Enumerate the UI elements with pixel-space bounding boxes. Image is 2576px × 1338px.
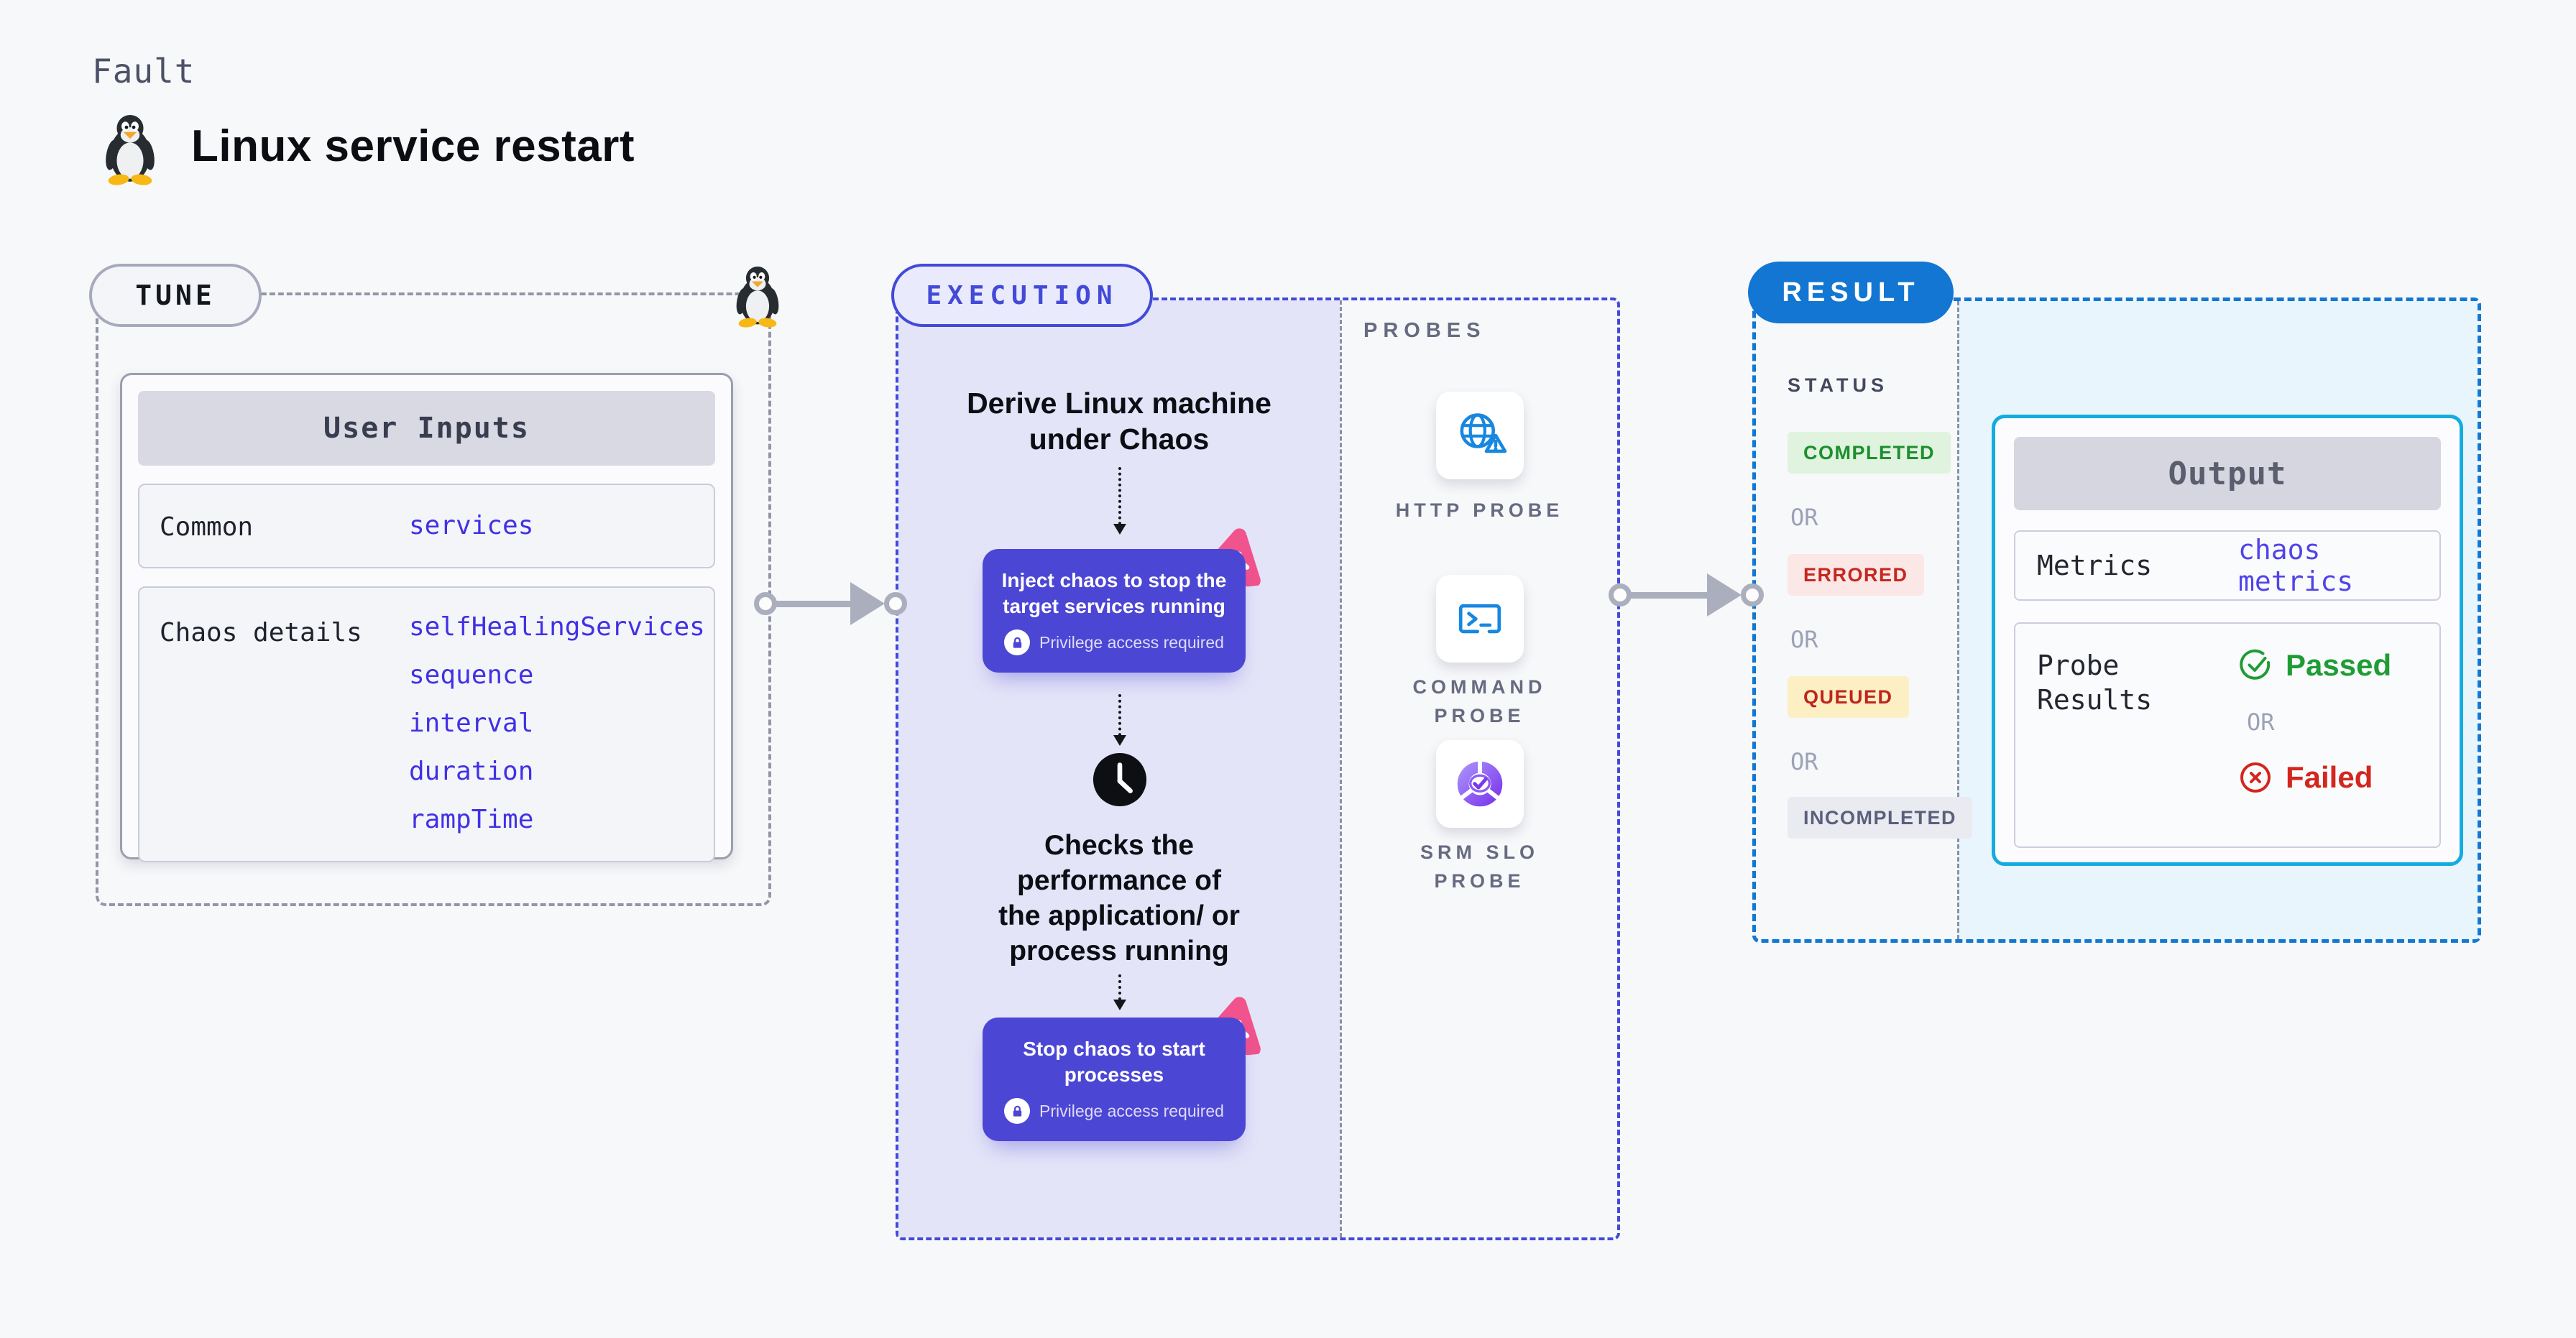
input-link-ramptime[interactable]: rampTime	[409, 805, 534, 834]
linux-penguin-icon-small	[736, 266, 779, 328]
arrow-tune-to-execution	[754, 572, 907, 635]
probe-label-line: PROBE	[1434, 705, 1525, 726]
step-inject-chaos: Inject chaos to stop the target services…	[983, 528, 1261, 673]
globe-alert-icon	[1460, 413, 1506, 453]
tune-pill: TUNE	[89, 264, 262, 327]
passed-label: Passed	[2286, 648, 2392, 682]
input-link-duration[interactable]: duration	[409, 757, 534, 786]
execution-pill: EXECUTION	[891, 264, 1153, 327]
status-badge-queued: QUEUED	[1788, 676, 1909, 718]
probe-label-line: COMMAND	[1412, 676, 1547, 698]
result-section-box: STATUS COMPLETED OR ERRORED OR QUEUED OR…	[1752, 297, 2481, 943]
probe-label-line: HTTP PROBE	[1395, 499, 1564, 521]
output-probe-results-row: Probe Results Passed OR	[2014, 622, 2441, 848]
output-metrics-row: Metrics chaos metrics	[2014, 530, 2441, 601]
execution-flow-area: Derive Linux machine under Chaos Inject …	[898, 300, 1340, 1237]
input-link-sequence[interactable]: sequence	[409, 660, 534, 690]
step-derive-machine: Derive Linux machine under Chaos	[898, 385, 1340, 457]
lock-icon	[1004, 1098, 1031, 1124]
flow-arrow-down-icon	[1113, 467, 1126, 535]
box-title-line: Stop chaos to start	[1023, 1038, 1205, 1060]
probes-section: PROBES HTTP PROBE	[1340, 300, 1617, 1237]
fault-kicker: Fault	[92, 52, 196, 91]
user-inputs-card: User Inputs Common services Chaos detail…	[120, 373, 733, 862]
flow-arrow-down-icon	[1113, 694, 1126, 746]
input-link-selfhealingservices[interactable]: selfHealingServices	[409, 612, 705, 642]
flow-arrow-down-icon	[1113, 974, 1126, 1010]
privilege-note: Privilege access required	[1039, 1101, 1224, 1120]
srm-slo-probe-label: SRM SLO PROBE	[1342, 838, 1617, 895]
box-title-line: target services running	[1003, 595, 1225, 617]
result-pill: RESULT	[1748, 262, 1954, 323]
step-line: Checks the	[1044, 830, 1195, 861]
terminal-icon	[1458, 604, 1501, 634]
step-line: the application/ or	[998, 900, 1240, 931]
metrics-label: Metrics	[2037, 550, 2153, 581]
probe-label-line: PROBE	[1434, 870, 1525, 892]
input-link-interval[interactable]: interval	[409, 709, 534, 738]
step-line: Derive Linux machine	[967, 387, 1271, 420]
command-probe-label: COMMAND PROBE	[1342, 673, 1617, 730]
step-line: under Chaos	[1029, 423, 1210, 456]
stop-chaos-box: Stop chaos to start processes Privilege …	[983, 1018, 1246, 1141]
inject-chaos-box: Inject chaos to stop the target services…	[983, 549, 1246, 673]
failed-label: Failed	[2286, 760, 2373, 794]
arrow-execution-to-result	[1609, 563, 1764, 627]
lock-icon	[1004, 629, 1031, 655]
or-separator: OR	[1790, 626, 1818, 653]
probe-results-label-line: Probe	[2037, 650, 2120, 681]
srm-slo-probe-card	[1435, 740, 1524, 828]
http-probe-card	[1435, 392, 1524, 479]
output-header: Output	[2014, 437, 2441, 510]
step-line: performance of	[1017, 865, 1221, 896]
page-title: Linux service restart	[191, 121, 635, 171]
metrics-value-link[interactable]: chaos metrics	[2238, 534, 2354, 597]
clock-icon	[1092, 752, 1147, 807]
row-label: Common	[160, 512, 254, 542]
status-badge-incompleted: INCOMPLETED	[1788, 797, 1973, 839]
output-panel: Output Metrics chaos metrics Probe Resul…	[1992, 415, 2463, 866]
box-title-line: processes	[1064, 1064, 1164, 1086]
execution-section-box: Derive Linux machine under Chaos Inject …	[896, 297, 1620, 1240]
step-stop-chaos: Stop chaos to start processes Privilege …	[983, 997, 1261, 1141]
status-badge-errored: ERRORED	[1788, 554, 1924, 596]
http-probe-label: HTTP PROBE	[1342, 496, 1617, 525]
probe-results-label: Probe Results	[2037, 648, 2238, 822]
or-separator: OR	[2247, 709, 2275, 736]
user-inputs-header: User Inputs	[138, 391, 715, 466]
check-circle-icon	[2240, 649, 2271, 680]
user-inputs-row-chaos-details: Chaos details selfHealingServices sequen…	[138, 586, 715, 862]
probes-title: PROBES	[1363, 319, 1486, 342]
or-separator: OR	[1790, 748, 1818, 775]
linux-penguin-icon	[106, 114, 155, 185]
input-link-services[interactable]: services	[409, 511, 534, 540]
step-checks-performance: Checks the performance of the applicatio…	[898, 828, 1340, 969]
privilege-note: Privilege access required	[1039, 632, 1224, 652]
slo-donut-icon	[1457, 759, 1502, 807]
status-title: STATUS	[1788, 374, 1888, 396]
status-badge-completed: COMPLETED	[1788, 432, 1951, 474]
probe-label-line: SRM SLO	[1420, 841, 1539, 863]
user-inputs-row-common: Common services	[138, 484, 715, 568]
x-circle-icon	[2240, 762, 2271, 793]
command-probe-card	[1435, 575, 1524, 663]
probe-results-label-line: Results	[2037, 684, 2153, 716]
box-title-line: Inject chaos to stop the	[1001, 569, 1227, 591]
row-label: Chaos details	[160, 618, 362, 647]
step-line: process running	[1009, 936, 1229, 966]
or-separator: OR	[1790, 504, 1818, 531]
